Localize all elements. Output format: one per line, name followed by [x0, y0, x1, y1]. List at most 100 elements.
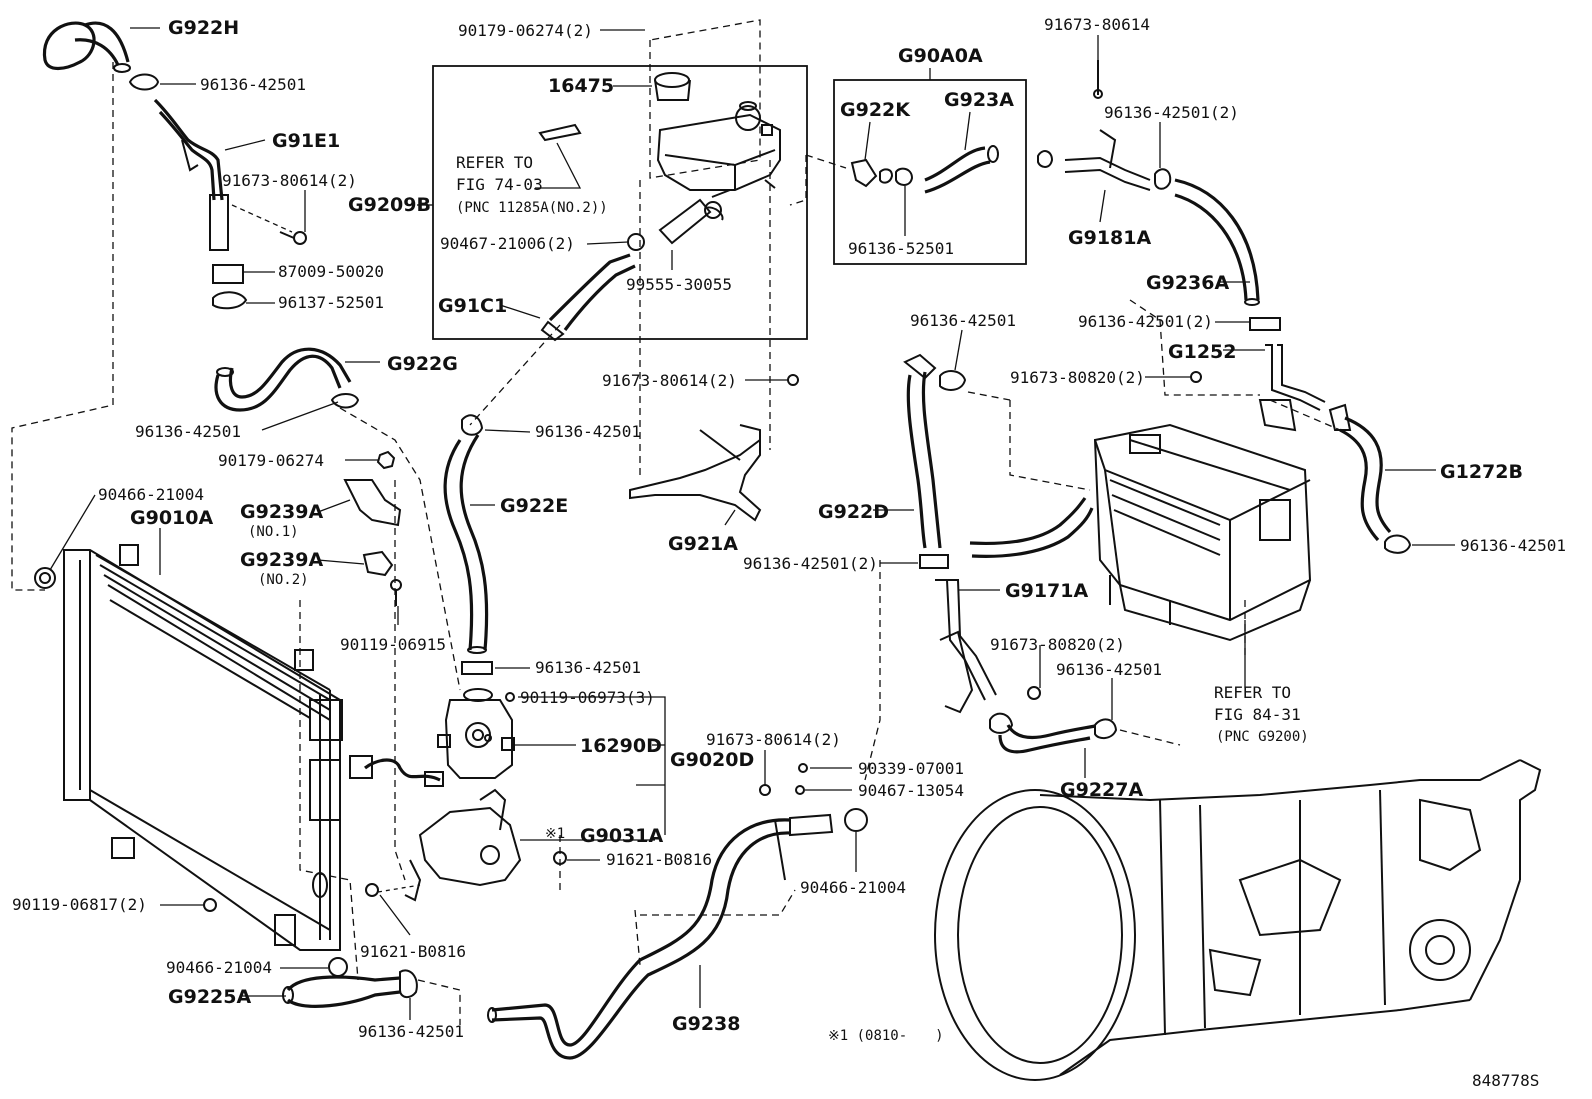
clamp-96137	[212, 291, 248, 310]
pipe-g91e1	[153, 98, 229, 251]
bolt-91621-b0816-b	[553, 851, 567, 865]
clamps-96136-2a	[1037, 150, 1172, 190]
label-96136-52501: 96136-52501	[848, 239, 954, 258]
small-parts-90339	[759, 763, 808, 796]
label-90339-07001: 90339-07001	[858, 759, 964, 778]
label-90119-06817-2: 90119-06817(2)	[12, 895, 147, 914]
label-90466-21004-a: 90466-21004	[98, 485, 204, 504]
label-91673-80820-2a: 91673-80820(2)	[1010, 368, 1145, 387]
label-90179-06274-2: 90179-06274(2)	[458, 21, 593, 40]
label-96136-42501-b: 96136-42501	[135, 422, 241, 441]
label-no2: (NO.2)	[258, 572, 309, 588]
clamp-96136-2c	[919, 554, 949, 569]
small-tag	[538, 123, 582, 142]
label-96136-42501-2a: 96136-42501(2)	[1104, 103, 1239, 122]
bracket-g9239a-no2	[362, 550, 394, 577]
clamp-96136-e	[461, 661, 493, 675]
label-g922k: G922K	[840, 99, 911, 121]
bolt-91673-a	[231, 204, 307, 245]
clamp-96136-h	[1094, 718, 1118, 740]
hose-99555	[658, 189, 731, 245]
bracket-g9031a	[404, 788, 522, 902]
label-91621-b0816-a: 91621-B0816	[360, 942, 466, 961]
hose-g9236a	[1174, 178, 1260, 306]
bolt-90119-06973	[484, 692, 515, 742]
label-g9020d: G9020D	[670, 749, 754, 771]
sleeve-87009	[212, 264, 244, 284]
label-96136-42501-g: 96136-42501	[1460, 536, 1566, 555]
label-91621-b0816-b: 91621-B0816	[606, 850, 712, 869]
radiator-g9010a	[63, 544, 343, 951]
clamp-96136-f	[939, 370, 967, 391]
pipe-g9171a	[935, 579, 997, 714]
label-g91e1: G91E1	[272, 130, 340, 152]
clamp-96136-2b	[1249, 317, 1281, 331]
clamp-96136-d	[461, 414, 484, 436]
clamp-96136-g	[1384, 534, 1412, 554]
hose-g922h	[42, 21, 131, 73]
label-96136-42501-d: 96136-42501	[535, 422, 641, 441]
label-g9236a: G9236A	[1146, 272, 1229, 294]
label-refer2-line2: FIG 84-31	[1214, 705, 1301, 724]
label-g9181a: G9181A	[1068, 227, 1151, 249]
hose-g923a	[924, 145, 999, 194]
hose-g922e	[443, 434, 489, 654]
label-figure-code: 848778S	[1472, 1071, 1539, 1090]
label-16290d: 16290D	[580, 735, 662, 757]
bracket-g9239a-no1	[343, 479, 402, 527]
label-g921a: G921A	[668, 533, 738, 555]
pipe-g9181a	[1064, 129, 1151, 191]
bolt-90119-06915	[390, 579, 402, 606]
label-90179-06274-a: 90179-06274	[218, 451, 324, 470]
label-refer1-line3: (PNC 11285A(NO.2))	[456, 200, 608, 216]
bolt-91673-80820-a	[1190, 371, 1202, 383]
label-refer2-line3: (PNC G9200)	[1216, 729, 1309, 745]
reservoir-group-box	[432, 65, 808, 340]
hose-g91c1	[540, 253, 636, 342]
label-96136-42501-h: 96136-42501	[1056, 660, 1162, 679]
label-96136-42501-a: 96136-42501	[200, 75, 306, 94]
label-g922g: G922G	[387, 353, 458, 375]
label-16475: 16475	[548, 75, 614, 97]
pump-harness	[349, 755, 444, 787]
label-g9239a-2: G9239A	[240, 549, 323, 571]
label-96136-42501-e: 96136-42501	[535, 658, 641, 677]
label-96137-52501: 96137-52501	[278, 293, 384, 312]
label-90466-21004-b: 90466-21004	[166, 958, 272, 977]
transmission-assembly	[934, 759, 1542, 1081]
label-g90a0a: G90A0A	[898, 45, 983, 67]
cap-90466-a	[34, 567, 56, 589]
pipe-g9238	[487, 818, 791, 1060]
label-91673-80614-2c: 91673-80614(2)	[706, 730, 841, 749]
label-g9239a-1: G9239A	[240, 501, 323, 523]
label-90467-21006-2: 90467-21006(2)	[440, 234, 575, 253]
label-96136-42501-f: 96136-42501	[910, 311, 1016, 330]
bolt-91673-80820-b	[1027, 686, 1041, 700]
leader-lines	[49, 27, 1455, 1020]
label-g9209b: G9209B	[348, 194, 431, 216]
label-87009-50020: 87009-50020	[278, 262, 384, 281]
hose-g922g	[214, 347, 352, 412]
label-g9010a: G9010A	[130, 507, 213, 529]
label-99555-30055: 99555-30055	[626, 275, 732, 294]
inverter-assembly	[1093, 423, 1312, 642]
label-g922h: G922H	[168, 17, 239, 39]
hose-g9225a	[282, 975, 401, 1008]
bolt-91673-b	[787, 374, 799, 386]
clamp-96136-52501	[879, 167, 914, 186]
label-90466-21004-c: 90466-21004	[800, 878, 906, 897]
clamp-96136-b	[330, 393, 360, 409]
pipe-end-fitting	[774, 808, 868, 881]
hose-g922d	[903, 353, 942, 549]
bracket-g921a	[629, 424, 762, 522]
labels: G922H 96136-42501 G91E1 91673-80614(2) 8…	[12, 15, 1566, 1090]
label-g1252: G1252	[1168, 341, 1236, 363]
label-no1: (NO.1)	[248, 524, 299, 540]
cap-16475	[654, 72, 691, 101]
label-g9227a: G9227A	[1060, 779, 1143, 801]
label-96136-42501-2b: 96136-42501(2)	[1078, 312, 1213, 331]
pipe-g922k	[850, 158, 878, 188]
water-pump-16290d	[437, 688, 515, 779]
label-refer2-line1: REFER TO	[1214, 683, 1291, 702]
